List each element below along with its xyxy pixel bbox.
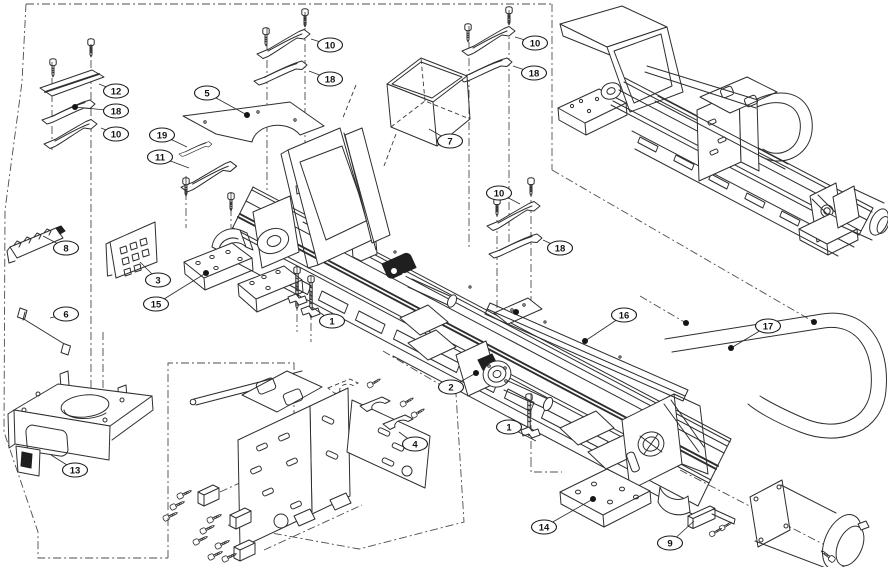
hole-plate-3 bbox=[105, 221, 158, 279]
svg-text:16: 16 bbox=[619, 310, 630, 321]
attachment-dot bbox=[513, 309, 519, 315]
svg-text:14: 14 bbox=[539, 522, 550, 533]
clamp-18 bbox=[41, 99, 96, 125]
callout-3: 3 bbox=[139, 261, 172, 288]
attachment-dot bbox=[683, 320, 689, 326]
funnel-box-7 bbox=[341, 57, 471, 167]
motor-mount-13 bbox=[7, 370, 154, 477]
svg-text:19: 19 bbox=[157, 130, 168, 141]
svg-text:18: 18 bbox=[111, 106, 122, 117]
svg-text:12: 12 bbox=[111, 86, 122, 97]
foot-block-15 bbox=[183, 228, 254, 291]
svg-text:1: 1 bbox=[329, 316, 335, 327]
callout-4: 4 bbox=[398, 431, 429, 452]
svg-text:10: 10 bbox=[111, 129, 122, 140]
belt bbox=[664, 312, 887, 439]
callout-14: 14 bbox=[530, 496, 596, 535]
drive-pulley bbox=[381, 252, 417, 279]
clamps-19-11 bbox=[178, 141, 238, 212]
cover-strip bbox=[484, 302, 689, 402]
clamp-pair-top-left bbox=[253, 8, 311, 86]
chute-guard bbox=[280, 127, 391, 269]
callout-16: 16 bbox=[582, 307, 638, 344]
callout-10: 10 bbox=[310, 37, 344, 53]
callout-18: 18 bbox=[542, 239, 574, 256]
callout-5: 5 bbox=[193, 85, 250, 118]
assembled-motor bbox=[798, 182, 888, 256]
callout-1: 1 bbox=[311, 306, 346, 329]
sensor-screw-right bbox=[520, 393, 541, 439]
callout-18: 18 bbox=[72, 103, 130, 119]
callout-12: 12 bbox=[98, 83, 130, 99]
clamp-stack bbox=[39, 38, 105, 149]
callout-7: 7 bbox=[428, 128, 464, 149]
svg-text:10: 10 bbox=[494, 188, 505, 199]
svg-text:8: 8 bbox=[63, 243, 68, 254]
svg-text:1: 1 bbox=[506, 422, 512, 433]
clamp-pair-top-right bbox=[458, 6, 516, 83]
callout-9: 9 bbox=[656, 520, 695, 551]
svg-text:9: 9 bbox=[667, 538, 672, 549]
clamp-11 bbox=[180, 160, 238, 193]
clamp-set-4 bbox=[327, 376, 426, 430]
clamp-19 bbox=[178, 141, 213, 157]
callout-layer: 1218105191110187101810188315613121617114… bbox=[42, 35, 817, 551]
callout-18: 18 bbox=[512, 65, 548, 81]
callout-2: 2 bbox=[437, 370, 479, 395]
svg-text:11: 11 bbox=[155, 152, 166, 163]
svg-text:18: 18 bbox=[529, 68, 540, 79]
callout-18: 18 bbox=[308, 70, 344, 87]
svg-text:15: 15 bbox=[151, 299, 162, 310]
sensor-screws-left bbox=[287, 266, 321, 319]
assembled-belt bbox=[644, 65, 813, 162]
callout-10: 10 bbox=[514, 35, 549, 51]
rail-drive-end bbox=[559, 393, 709, 528]
motor-saddle bbox=[657, 486, 691, 516]
svg-text:10: 10 bbox=[530, 38, 541, 49]
assembled-cover-strip bbox=[654, 95, 789, 170]
motor bbox=[749, 479, 870, 567]
svg-text:2: 2 bbox=[448, 382, 453, 393]
carriage-frame bbox=[161, 370, 431, 564]
cover-plate-5 bbox=[182, 101, 325, 143]
bearing-unit bbox=[455, 340, 554, 412]
callout-19: 19 bbox=[148, 127, 188, 148]
bracket-9 bbox=[687, 505, 736, 538]
callout-17: 17 bbox=[728, 318, 782, 351]
svg-text:10: 10 bbox=[325, 40, 336, 51]
handle-6 bbox=[17, 307, 71, 356]
comb-bracket-8 bbox=[6, 225, 66, 264]
svg-text:18: 18 bbox=[325, 74, 336, 85]
svg-text:3: 3 bbox=[155, 275, 160, 286]
callout-1: 1 bbox=[495, 419, 537, 442]
callout-13: 13 bbox=[50, 454, 89, 478]
callout-6: 6 bbox=[49, 306, 80, 322]
svg-text:7: 7 bbox=[447, 136, 452, 147]
attachment-dot bbox=[811, 319, 817, 325]
callout-15: 15 bbox=[142, 270, 209, 312]
callout-10: 10 bbox=[100, 126, 130, 142]
svg-text:6: 6 bbox=[63, 309, 68, 320]
assembled-unit-view bbox=[557, 5, 888, 257]
assembled-carriage bbox=[696, 76, 778, 182]
rail-end-foot bbox=[237, 265, 303, 300]
callout-10: 10 bbox=[485, 185, 521, 205]
callout-8: 8 bbox=[42, 235, 80, 256]
svg-text:5: 5 bbox=[204, 88, 210, 99]
svg-text:13: 13 bbox=[70, 465, 81, 476]
svg-text:4: 4 bbox=[412, 439, 418, 450]
callout-11: 11 bbox=[146, 149, 190, 169]
svg-text:18: 18 bbox=[555, 243, 566, 254]
svg-text:17: 17 bbox=[763, 321, 774, 332]
